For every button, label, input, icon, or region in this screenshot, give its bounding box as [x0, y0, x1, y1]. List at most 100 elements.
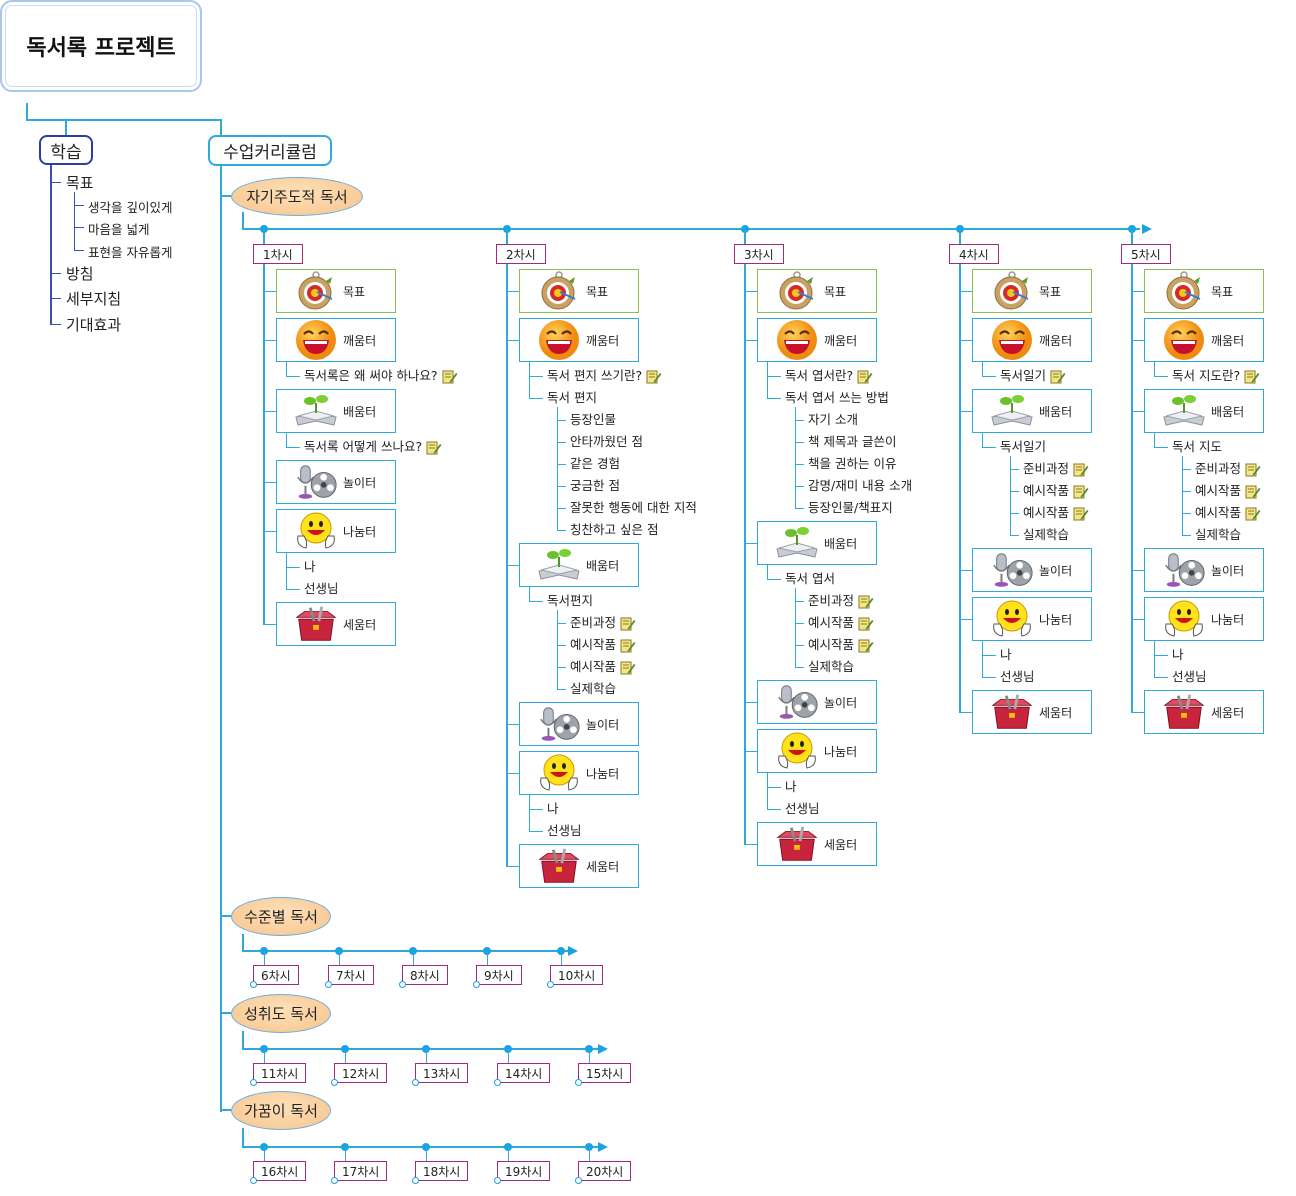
- note-icon[interactable]: [1245, 506, 1261, 521]
- study-subitem[interactable]: 마음을 넓게: [88, 222, 150, 237]
- activity-box[interactable]: 세움터: [1144, 690, 1264, 734]
- note-icon[interactable]: [858, 638, 874, 653]
- topic-curriculum[interactable]: 수업커리큘럼: [208, 135, 332, 166]
- session-tag[interactable]: 17차시: [334, 1161, 388, 1181]
- activity-box[interactable]: 목표: [519, 269, 639, 313]
- session-tag[interactable]: 9차시: [476, 965, 522, 985]
- note-icon[interactable]: [426, 440, 442, 455]
- topic-text[interactable]: 등장인물: [570, 409, 616, 431]
- topic-text[interactable]: 독서 엽서: [785, 568, 835, 590]
- activity-box[interactable]: 배움터: [972, 389, 1092, 433]
- session-tag[interactable]: 13차시: [415, 1063, 469, 1083]
- note-icon[interactable]: [1050, 369, 1066, 384]
- study-item[interactable]: 세부지침: [66, 290, 122, 308]
- expand-handle[interactable]: [250, 981, 257, 988]
- session-tag[interactable]: 15차시: [578, 1063, 632, 1083]
- note-icon[interactable]: [646, 369, 662, 384]
- activity-box[interactable]: 깨움터: [276, 318, 396, 362]
- topic-text[interactable]: 독서 지도란?: [1172, 365, 1260, 387]
- note-icon[interactable]: [858, 616, 874, 631]
- activity-box[interactable]: 놀이터: [519, 702, 639, 746]
- expand-handle[interactable]: [547, 981, 554, 988]
- expand-handle[interactable]: [325, 981, 332, 988]
- expand-handle[interactable]: [494, 1079, 501, 1086]
- topic-text[interactable]: 독서록 어떻게 쓰나요?: [304, 436, 442, 458]
- stage-oval[interactable]: 수준별 독서: [231, 897, 331, 936]
- session-tag[interactable]: 12차시: [334, 1063, 388, 1083]
- expand-handle[interactable]: [250, 1177, 257, 1184]
- topic-text[interactable]: 예시작품: [570, 634, 636, 656]
- topic-text[interactable]: 책을 권하는 이유: [808, 453, 896, 475]
- activity-box[interactable]: 세움터: [519, 844, 639, 888]
- expand-handle[interactable]: [331, 1177, 338, 1184]
- topic-text[interactable]: 나: [304, 556, 316, 578]
- expand-handle[interactable]: [331, 1079, 338, 1086]
- topic-text[interactable]: 칭찬하고 싶은 점: [570, 519, 658, 541]
- topic-text[interactable]: 선생님: [547, 820, 582, 842]
- topic-text[interactable]: 선생님: [1000, 666, 1035, 688]
- activity-box[interactable]: 목표: [276, 269, 396, 313]
- session-tag[interactable]: 18차시: [415, 1161, 469, 1181]
- activity-box[interactable]: 목표: [757, 269, 877, 313]
- note-icon[interactable]: [442, 369, 458, 384]
- study-item[interactable]: 방침: [66, 265, 94, 283]
- note-icon[interactable]: [1245, 462, 1261, 477]
- expand-handle[interactable]: [399, 981, 406, 988]
- activity-box[interactable]: 깨움터: [1144, 318, 1264, 362]
- topic-text[interactable]: 예시작품: [1195, 480, 1261, 502]
- session-tag[interactable]: 8차시: [402, 965, 448, 985]
- study-subitem[interactable]: 생각을 깊이있게: [88, 200, 173, 215]
- topic-text[interactable]: 준비과정: [570, 612, 636, 634]
- activity-box[interactable]: 세움터: [972, 690, 1092, 734]
- topic-text[interactable]: 나: [547, 798, 559, 820]
- note-icon[interactable]: [857, 369, 873, 384]
- note-icon[interactable]: [1073, 506, 1089, 521]
- topic-text[interactable]: 예시작품: [808, 612, 874, 634]
- activity-box[interactable]: 배움터: [757, 521, 877, 565]
- activity-box[interactable]: 세움터: [757, 822, 877, 866]
- note-icon[interactable]: [1245, 484, 1261, 499]
- session-tag[interactable]: 5차시: [1121, 244, 1171, 264]
- activity-box[interactable]: 배움터: [1144, 389, 1264, 433]
- topic-text[interactable]: 독서일기: [1000, 436, 1046, 458]
- topic-text[interactable]: 선생님: [785, 798, 820, 820]
- study-item[interactable]: 목표: [66, 174, 94, 192]
- topic-text[interactable]: 자기 소개: [808, 409, 858, 431]
- topic-text[interactable]: 독서록은 왜 써야 하나요?: [304, 365, 458, 387]
- topic-text[interactable]: 궁금한 점: [570, 475, 620, 497]
- note-icon[interactable]: [858, 594, 874, 609]
- study-subitem[interactable]: 표현을 자유롭게: [88, 245, 173, 260]
- stage-oval[interactable]: 가꿈이 독서: [231, 1091, 331, 1130]
- topic-text[interactable]: 독서 지도: [1172, 436, 1222, 458]
- topic-text[interactable]: 나: [785, 776, 797, 798]
- topic-text[interactable]: 책 제목과 글쓴이: [808, 431, 896, 453]
- activity-box[interactable]: 나눔터: [1144, 597, 1264, 641]
- stage-self-directed-reading[interactable]: 자기주도적 독서: [231, 177, 363, 216]
- activity-box[interactable]: 배움터: [276, 389, 396, 433]
- topic-text[interactable]: 선생님: [1172, 666, 1207, 688]
- topic-text[interactable]: 실제학습: [1195, 524, 1241, 546]
- topic-text[interactable]: 예시작품: [1023, 480, 1089, 502]
- activity-box[interactable]: 목표: [972, 269, 1092, 313]
- activity-box[interactable]: 놀이터: [972, 548, 1092, 592]
- session-tag[interactable]: 6차시: [253, 965, 299, 985]
- topic-text[interactable]: 감명/재미 내용 소개: [808, 475, 912, 497]
- topic-text[interactable]: 나: [1172, 644, 1184, 666]
- topic-study[interactable]: 학습: [39, 135, 93, 165]
- session-tag[interactable]: 2차시: [496, 244, 546, 264]
- session-tag[interactable]: 10차시: [550, 965, 604, 985]
- activity-box[interactable]: 나눔터: [757, 729, 877, 773]
- session-tag[interactable]: 16차시: [253, 1161, 307, 1181]
- topic-text[interactable]: 잘못한 행동에 대한 지적: [570, 497, 697, 519]
- activity-box[interactable]: 배움터: [519, 543, 639, 587]
- activity-box[interactable]: 놀이터: [276, 460, 396, 504]
- study-item[interactable]: 기대효과: [66, 316, 122, 334]
- note-icon[interactable]: [1073, 484, 1089, 499]
- topic-text[interactable]: 독서편지: [547, 590, 593, 612]
- topic-text[interactable]: 예시작품: [1195, 502, 1261, 524]
- topic-text[interactable]: 같은 경험: [570, 453, 620, 475]
- topic-text[interactable]: 등장인물/책표지: [808, 497, 893, 519]
- activity-box[interactable]: 깨움터: [519, 318, 639, 362]
- session-tag[interactable]: 3차시: [734, 244, 784, 264]
- topic-text[interactable]: 실제학습: [570, 678, 616, 700]
